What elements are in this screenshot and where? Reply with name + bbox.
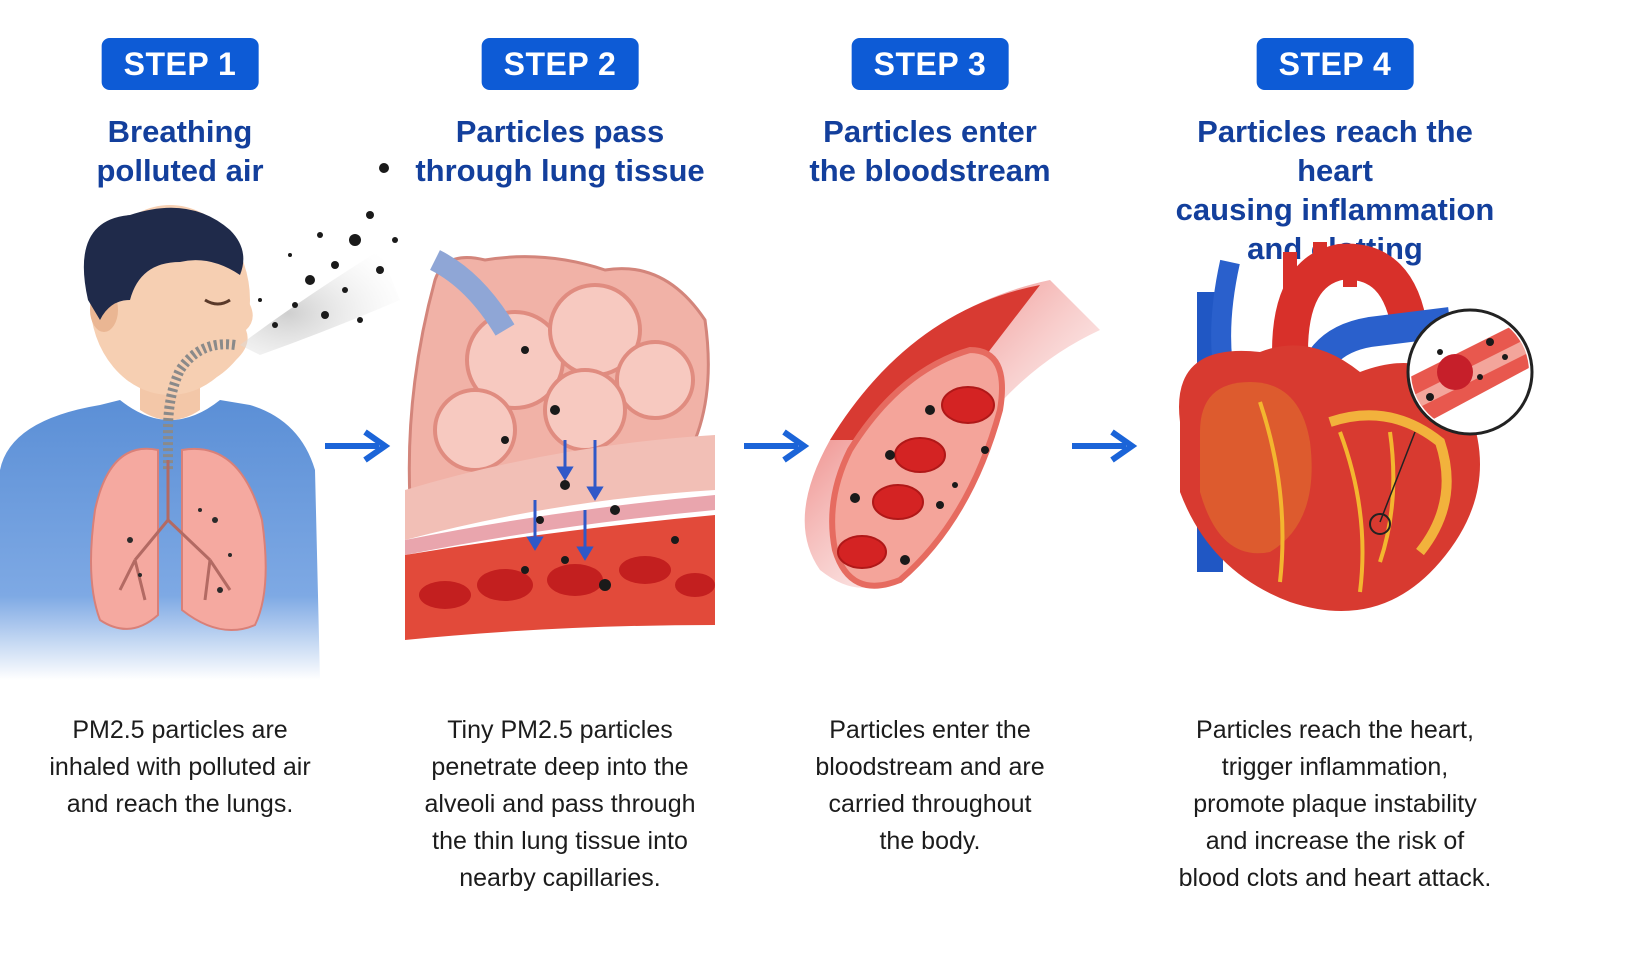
step-3-badge: STEP 3 bbox=[851, 38, 1009, 90]
arrow-right-icon bbox=[325, 429, 391, 463]
step-2-badge: STEP 2 bbox=[481, 38, 639, 90]
step-4-description: Particles reach the heart, trigger infla… bbox=[1178, 716, 1492, 892]
step-3-description: Particles enter the bloodstream and are … bbox=[815, 716, 1045, 855]
step-4-badge: STEP 4 bbox=[1256, 38, 1414, 90]
step-1-illustration-person-breathing bbox=[0, 163, 400, 680]
step-4: STEP 4 Particles reach the heart causing… bbox=[1170, 0, 1500, 958]
step-3-heading: Particles enter the bloodstream bbox=[809, 114, 1051, 188]
step-1-description: PM2.5 particles are inhaled with pollute… bbox=[49, 716, 311, 818]
step-1-heading: Breathing polluted air bbox=[96, 114, 264, 188]
step-3-illustration-blood-vessel bbox=[804, 280, 1100, 589]
arrow-right-icon bbox=[1072, 429, 1138, 463]
step-1-badge: STEP 1 bbox=[101, 38, 259, 90]
step-4-heading: Particles reach the heart causing inflam… bbox=[1175, 114, 1495, 266]
step-3: STEP 3 Particles enter the bloodstream P… bbox=[770, 0, 1090, 958]
step-2-illustration-alveoli bbox=[405, 250, 715, 640]
step-1: STEP 1 Breathing polluted air PM2.5 part… bbox=[20, 0, 340, 958]
step-4-illustration-heart bbox=[1179, 242, 1534, 611]
arrow-right-icon bbox=[744, 429, 810, 463]
step-2-description: Tiny PM2.5 particles penetrate deep into… bbox=[424, 716, 696, 892]
step-2: STEP 2 Particles pass through lung tissu… bbox=[400, 0, 720, 958]
step-2-heading: Particles pass through lung tissue bbox=[415, 114, 705, 188]
